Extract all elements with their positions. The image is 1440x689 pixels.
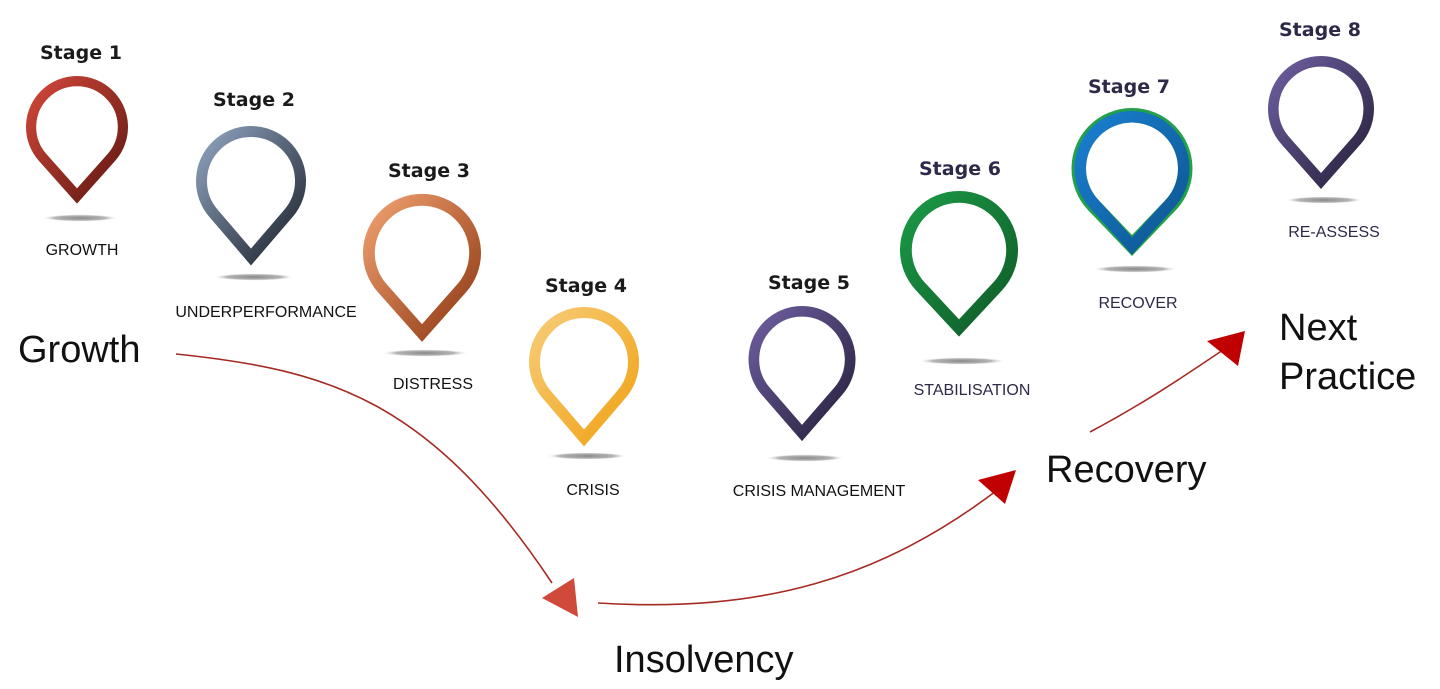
phase-growth: Growth: [18, 329, 140, 371]
stage-label: RE-ASSESS: [1288, 224, 1380, 241]
stage-8: Stage 8 RE-ASSESS: [1268, 19, 1380, 241]
recovery-curve: [597, 487, 1001, 606]
next-practice-curve: [1089, 347, 1227, 433]
recovery-arrowhead: [978, 470, 1016, 504]
insolvency-arrowhead: [542, 578, 578, 617]
stage-label: CRISIS MANAGEMENT: [733, 483, 906, 500]
stage-5: Stage 5 CRISIS MANAGEMENT: [733, 272, 906, 500]
map-pin-icon: [529, 307, 639, 447]
map-pin-icon: [1074, 111, 1190, 255]
phase-insolvency: Insolvency: [614, 639, 794, 681]
stage-title: Stage 8: [1279, 19, 1361, 41]
stage-label: RECOVER: [1098, 295, 1177, 312]
map-pin-icon: [363, 194, 481, 342]
stage-2: Stage 2 UNDERPERFORMANCE: [175, 89, 356, 321]
stage-label: DISTRESS: [393, 376, 473, 393]
pin-shadow: [214, 273, 294, 281]
pin-shadow: [43, 214, 117, 222]
stage-label: CRISIS: [566, 482, 619, 499]
pin-shadow: [382, 349, 468, 357]
stage-title: Stage 3: [388, 160, 470, 182]
map-pin-icon: [196, 126, 306, 266]
stage-label: STABILISATION: [914, 382, 1031, 399]
stage-title: Stage 7: [1088, 76, 1170, 98]
map-pin-icon: [900, 191, 1018, 337]
stage-6: Stage 6 STABILISATION: [900, 158, 1031, 399]
pin-shadow: [1285, 196, 1363, 204]
stage-title: Stage 1: [40, 42, 122, 64]
stage-3: Stage 3 DISTRESS: [363, 160, 481, 393]
map-pin-icon: [1268, 56, 1374, 190]
stage-title: Stage 5: [768, 272, 850, 294]
stage-4: Stage 4 CRISIS: [529, 275, 639, 499]
map-pin-icon: [26, 76, 128, 204]
stage-label: UNDERPERFORMANCE: [175, 304, 356, 321]
pin-shadow: [766, 454, 844, 462]
decline-curve: [175, 353, 553, 584]
pin-shadow: [919, 357, 1005, 365]
stage-1: Stage 1 GROWTH: [26, 42, 128, 259]
stage-label: GROWTH: [46, 242, 119, 259]
map-pin-icon: [748, 306, 856, 442]
phase-next-practice-line2: Practice: [1279, 356, 1416, 398]
stage-title: Stage 2: [213, 89, 295, 111]
stage-title: Stage 4: [545, 275, 627, 297]
phase-recovery: Recovery: [1046, 449, 1207, 491]
stage-title: Stage 6: [919, 158, 1001, 180]
phase-next-practice-line1: Next: [1279, 307, 1358, 349]
pin-shadow: [547, 452, 627, 460]
next-practice-arrowhead: [1207, 331, 1245, 366]
pin-shadow: [1093, 265, 1177, 273]
stage-7: Stage 7 RECOVER: [1071, 76, 1193, 312]
